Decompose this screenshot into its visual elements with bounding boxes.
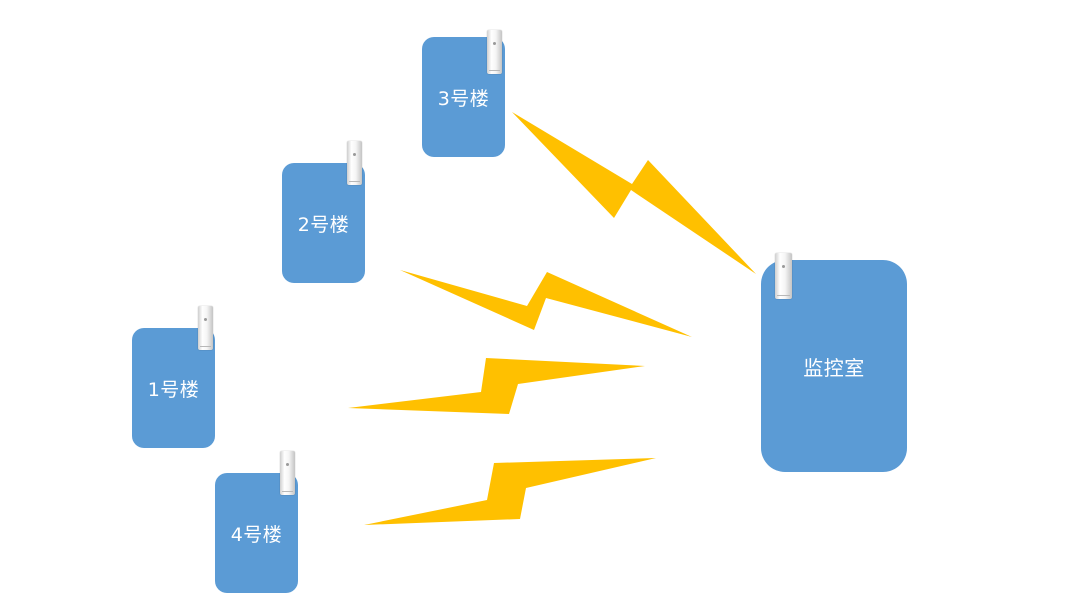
- building-1-label: 1号楼: [147, 378, 200, 401]
- lightning-bolt-icon: [364, 458, 656, 525]
- antenna-icon: [487, 30, 502, 74]
- lightning-bolt-icon: [348, 358, 645, 414]
- lightning-bolt-icon: [400, 270, 692, 337]
- building-3-label: 3号楼: [437, 87, 490, 110]
- antenna-icon: [198, 306, 213, 350]
- control-room-label: 监控室: [803, 355, 865, 380]
- building-1-node: 1号楼: [132, 328, 215, 448]
- antenna-icon: [347, 141, 362, 185]
- antenna-icon: [775, 253, 792, 299]
- antenna-icon: [280, 451, 295, 495]
- building-4-label: 4号楼: [230, 523, 283, 546]
- building-2-label: 2号楼: [297, 213, 350, 236]
- lightning-bolt-icon: [512, 112, 756, 274]
